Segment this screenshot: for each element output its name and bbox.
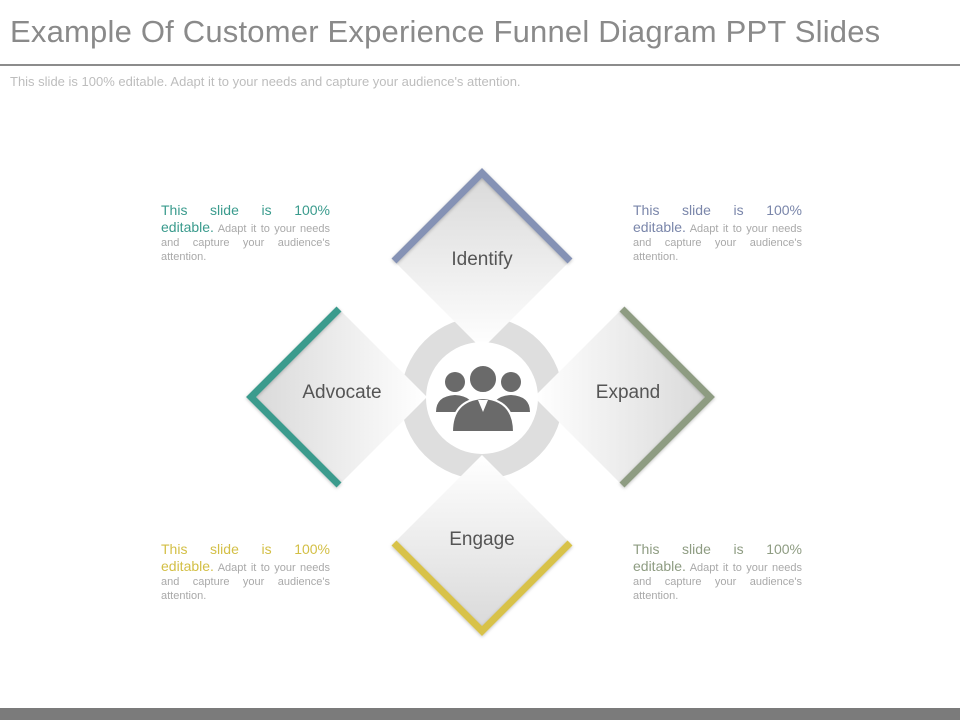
note-lead: This slide is 100% (161, 541, 330, 557)
note-lead: This slide is 100% (633, 202, 802, 218)
stage-engage (391, 455, 573, 636)
footer-bar (0, 708, 960, 720)
note-top-left: This slide is 100% editable. Adapt it to… (161, 202, 330, 264)
note-top-right: This slide is 100% editable. Adapt it to… (633, 202, 802, 264)
title-divider (0, 64, 960, 66)
note-lead: This slide is 100% (633, 541, 802, 557)
page-subtitle: This slide is 100% editable. Adapt it to… (10, 74, 521, 89)
note-lead-end: editable. (161, 558, 214, 574)
stage-identify (391, 168, 573, 349)
note-lead-end: editable. (633, 558, 686, 574)
stage-label-identify: Identify (451, 249, 513, 270)
stage-advocate (246, 306, 427, 488)
note-lead-end: editable. (633, 219, 686, 235)
note-body: Adapt it to your needs and capture your … (633, 223, 803, 263)
note-bottom-left: This slide is 100% editable. Adapt it to… (161, 541, 330, 603)
stage-label-advocate: Advocate (302, 382, 381, 403)
note-body: Adapt it to your needs and capture your … (161, 562, 331, 602)
note-body: Adapt it to your needs and capture your … (633, 562, 803, 602)
stage-label-engage: Engage (449, 529, 515, 550)
page-title: Example Of Customer Experience Funnel Di… (10, 14, 881, 49)
note-lead-end: editable. (161, 219, 214, 235)
note-body: Adapt it to your needs and capture your … (161, 223, 331, 263)
stage-label-expand: Expand (596, 382, 660, 403)
note-lead: This slide is 100% (161, 202, 330, 218)
team-icon (436, 364, 530, 433)
stage-expand (534, 306, 715, 488)
note-bottom-right: This slide is 100% editable. Adapt it to… (633, 541, 802, 603)
